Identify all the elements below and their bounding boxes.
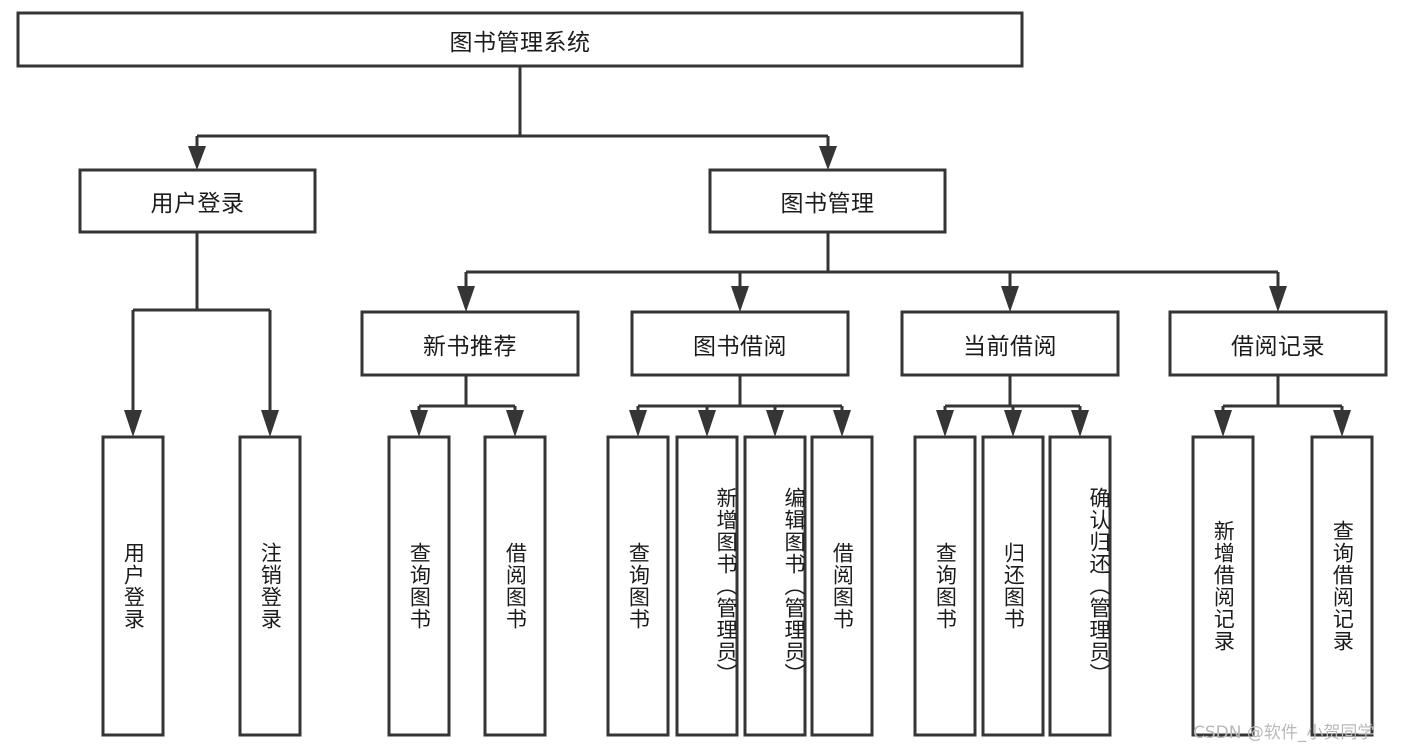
node-box-leaf-borrow-record-1[interactable]	[1191, 435, 1255, 737]
connector-group-new-book	[410, 375, 524, 437]
node-box-book-mgmt[interactable]	[708, 168, 947, 234]
node-box-leaf-book-borrow-1[interactable]	[606, 435, 670, 737]
arrow-head-leaf-book-borrow-3	[766, 410, 784, 437]
node-box-root[interactable]	[16, 11, 1024, 68]
arrow-head-leaf-book-borrow-1	[629, 410, 647, 437]
node-box-leaf-new-book-1[interactable]	[387, 435, 451, 737]
arrow-head-book-borrow	[731, 286, 749, 312]
node-box-borrow-record[interactable]	[1168, 310, 1388, 377]
connector-group-root	[188, 66, 837, 170]
arrow-head-leaf-user-login-2	[261, 410, 279, 437]
arrow-head-leaf-borrow-record-1	[1214, 410, 1232, 437]
arrow-head-book-mgmt	[819, 146, 837, 170]
node-box-leaf-user-login-2[interactable]	[238, 435, 302, 737]
arrow-head-new-book	[457, 286, 475, 312]
node-box-leaf-borrow-record-2[interactable]	[1310, 435, 1374, 737]
arrow-head-leaf-current-borrow-2	[1004, 410, 1022, 437]
connector-group-borrow-record	[1214, 375, 1351, 437]
arrow-head-leaf-borrow-record-2	[1333, 410, 1351, 437]
node-box-current-borrow[interactable]	[900, 310, 1120, 377]
node-box-user-login[interactable]	[78, 168, 317, 234]
node-box-leaf-user-login-1[interactable]	[101, 435, 165, 737]
arrow-head-leaf-book-borrow-2	[698, 410, 716, 437]
node-box-book-borrow[interactable]	[630, 310, 850, 377]
node-box-leaf-current-borrow-3[interactable]	[1048, 435, 1112, 737]
arrow-head-leaf-current-borrow-3	[1071, 410, 1089, 437]
arrow-head-leaf-current-borrow-1	[936, 410, 954, 437]
arrow-head-user-login	[188, 146, 206, 170]
node-box-leaf-book-borrow-3[interactable]	[743, 435, 807, 737]
connector-group-current-borrow	[936, 375, 1089, 437]
node-box-leaf-new-book-2[interactable]	[483, 435, 547, 737]
arrow-head-current-borrow	[1001, 286, 1019, 312]
arrow-head-leaf-user-login-1	[124, 410, 142, 437]
connector-group-user-login	[124, 232, 279, 437]
arrow-head-leaf-book-borrow-4	[833, 410, 851, 437]
node-box-leaf-current-borrow-1[interactable]	[913, 435, 977, 737]
connector-group-book-mgmt	[457, 232, 1287, 312]
arrow-head-leaf-new-book-2	[506, 410, 524, 437]
node-box-leaf-book-borrow-4[interactable]	[810, 435, 874, 737]
node-box-leaf-current-borrow-2[interactable]	[981, 435, 1045, 737]
node-box-leaf-book-borrow-2[interactable]	[675, 435, 739, 737]
arrow-head-borrow-record	[1269, 286, 1287, 312]
node-box-new-book-recommend[interactable]	[360, 310, 580, 377]
connector-group-book-borrow	[629, 375, 851, 437]
arrow-head-leaf-new-book-1	[410, 410, 428, 437]
